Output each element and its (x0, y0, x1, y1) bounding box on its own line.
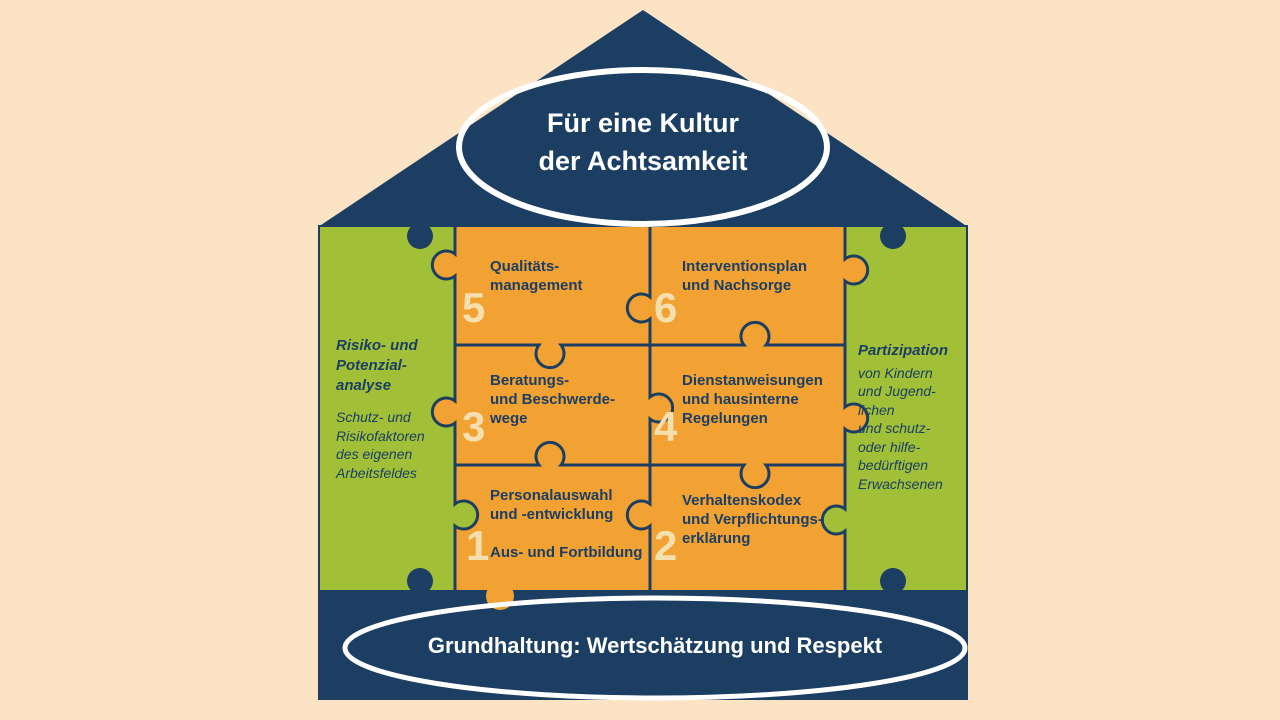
right-panel-text: Partizipation von Kindern und Jugend- li… (858, 341, 964, 493)
puzzle-label-3: Beratungs- und Beschwerde- wege (490, 372, 616, 428)
puzzle-divider (455, 440, 845, 490)
puzzle-label-4: Dienstanweisungen und hausinterne Regelu… (682, 372, 823, 428)
puzzle-knob (407, 568, 433, 594)
puzzle-number-5: 5 (462, 284, 486, 331)
puzzle-knob (839, 404, 868, 432)
foundation-label: Grundhaltung: Wertschätzung und Respekt (427, 633, 883, 658)
puzzle-knob (432, 398, 461, 426)
puzzle-divider (625, 227, 675, 590)
puzzle-label-2: Verhaltenskodex und Verpflichtungs- erkl… (682, 492, 823, 548)
puzzle-label-1: Personalauswahl und -entwicklung Aus- un… (490, 487, 643, 562)
puzzle-knob (407, 223, 433, 249)
puzzle-knob (449, 501, 478, 529)
puzzle-knob (839, 256, 868, 284)
puzzle-number-6: 6 (654, 284, 678, 331)
house-roof (318, 10, 968, 227)
puzzle-number-1: 1 (466, 522, 490, 569)
puzzle-divider (820, 227, 870, 590)
left-panel-text: Risiko- und Potenzial- analyse Schutz- u… (336, 336, 452, 482)
puzzle-knob (822, 506, 851, 534)
puzzle-knob (432, 251, 461, 279)
puzzle-label-6: Interventionsplan und Nachsorge (682, 258, 808, 295)
left-panel-heading: Risiko- und Potenzial- analyse (336, 337, 418, 394)
puzzle-knob (880, 568, 906, 594)
puzzle-number-4: 4 (654, 403, 678, 450)
roof-ellipse-outline (456, 67, 830, 227)
foundation-ellipse-outline (342, 595, 968, 701)
roof-title: Für eine Kultur der Achtsamkeit (538, 108, 748, 177)
right-panel-heading: Partizipation (858, 342, 949, 359)
puzzle-label-5: Qualitäts- management (490, 258, 583, 295)
puzzle-knob (880, 223, 906, 249)
puzzle-divider (430, 227, 480, 590)
right-panel-body: von Kindern und Jugend- lichen und schut… (858, 364, 943, 492)
puzzle-number-3: 3 (462, 403, 486, 450)
puzzle-divider (455, 320, 845, 370)
puzzle-number-2: 2 (654, 522, 678, 569)
left-panel-body: Schutz- und Risikofaktoren des eigenen A… (336, 409, 425, 481)
